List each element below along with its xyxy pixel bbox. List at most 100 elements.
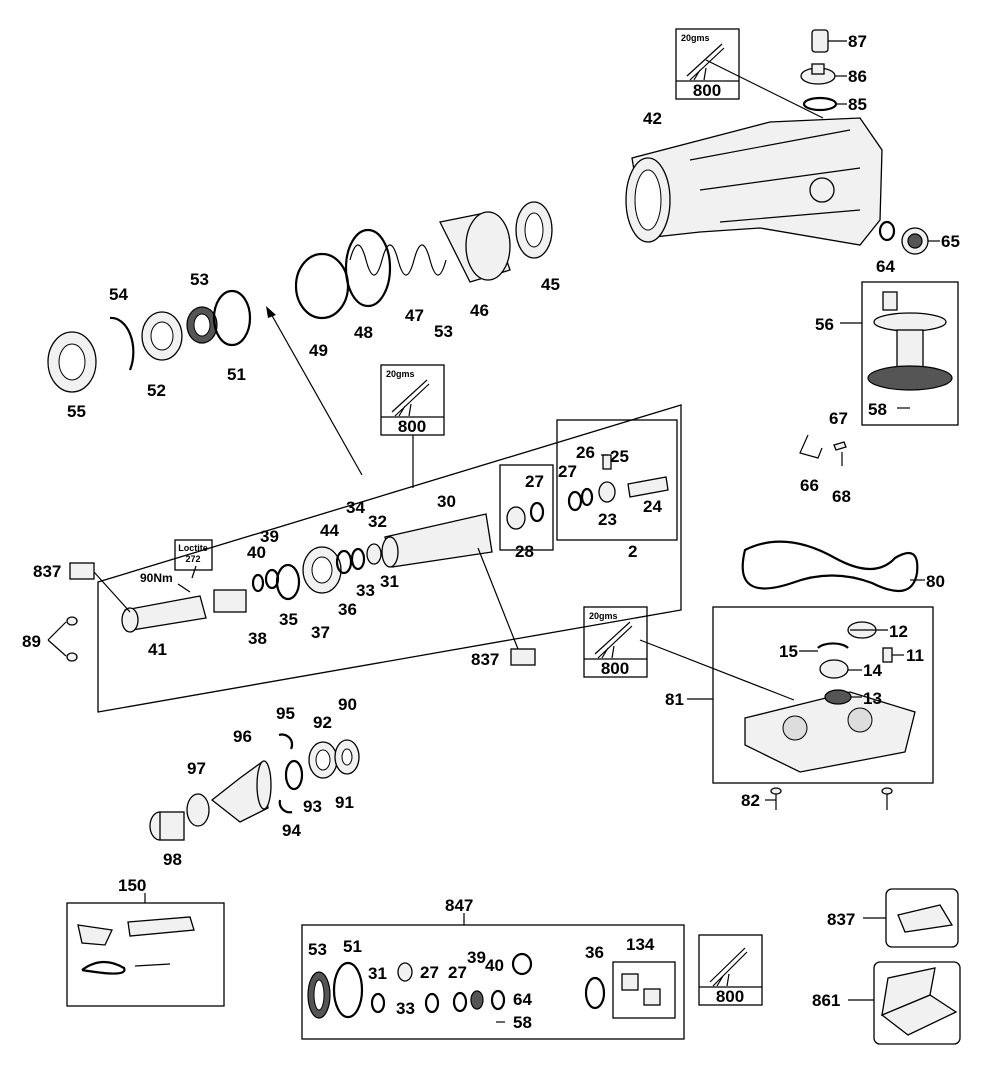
label-15: 15	[779, 642, 798, 661]
label-93: 93	[303, 797, 322, 816]
svg-text:20gms: 20gms	[589, 611, 618, 621]
label-27-in-2: 27	[558, 462, 577, 481]
part-53-seal	[186, 306, 218, 344]
label-k64: 64	[513, 990, 532, 1009]
spindle-41	[121, 595, 207, 633]
svg-text:272: 272	[185, 554, 200, 564]
label-34: 34	[346, 498, 365, 517]
label-13: 13	[863, 689, 882, 708]
label-54: 54	[109, 285, 128, 304]
housing-42	[625, 117, 883, 246]
part-frame-56	[861, 281, 959, 426]
part-15	[817, 642, 849, 649]
label-81: 81	[665, 690, 684, 709]
label-25: 25	[610, 447, 629, 466]
grease-box-800-kit: 800	[698, 934, 763, 1006]
label-85: 85	[848, 95, 867, 114]
part-92	[308, 741, 338, 779]
label-96: 96	[233, 727, 252, 746]
bearing-37	[302, 546, 342, 594]
part-frame-81	[712, 606, 934, 784]
part-98	[149, 811, 185, 841]
loctite-tag: Loctite 272 90Nm	[140, 539, 213, 593]
part-labels: 87 86 85 42 65 64 45 46 47 48 49 53 53 5…	[22, 32, 960, 1032]
label-48: 48	[354, 323, 373, 342]
label-87: 87	[848, 32, 867, 51]
gasket-80	[741, 540, 919, 593]
label-91: 91	[335, 793, 354, 812]
label-837-left: 837	[33, 562, 61, 581]
label-66: 66	[800, 476, 819, 495]
label-30: 30	[437, 492, 456, 511]
svg-text:20gms: 20gms	[681, 33, 710, 43]
part-94	[278, 799, 293, 814]
label-46: 46	[470, 301, 489, 320]
leader-lines	[144, 40, 940, 1001]
label-68: 68	[832, 487, 851, 506]
svg-text:800: 800	[716, 987, 744, 1006]
label-47: 47	[405, 306, 424, 325]
label-2: 2	[628, 542, 637, 561]
part-38	[213, 589, 247, 613]
label-11: 11	[906, 646, 924, 665]
label-40: 40	[247, 543, 266, 562]
svg-text:800: 800	[398, 417, 426, 436]
part-56	[867, 291, 953, 391]
label-58: 58	[868, 400, 887, 419]
label-35: 35	[279, 610, 298, 629]
part-26	[580, 487, 594, 507]
svg-text:Loctite: Loctite	[178, 543, 208, 553]
leader-837-left	[93, 571, 131, 613]
part-11	[882, 647, 893, 663]
screws-82	[770, 787, 893, 810]
part-23	[598, 481, 616, 503]
part-86	[800, 63, 836, 85]
kit-frame-134	[612, 961, 676, 1019]
part-93	[284, 759, 304, 791]
label-89: 89	[22, 632, 41, 651]
part-54	[109, 316, 135, 371]
label-847: 847	[445, 896, 473, 915]
label-44: 44	[320, 521, 339, 540]
label-53-mid: 53	[434, 322, 453, 341]
label-k58: 58	[513, 1013, 532, 1032]
label-53-left: 53	[190, 270, 209, 289]
part-89-a	[66, 616, 78, 626]
label-36: 36	[338, 600, 357, 619]
tag-837-left	[69, 562, 95, 580]
label-94: 94	[282, 821, 301, 840]
part-47-spring	[349, 244, 447, 276]
label-12: 12	[889, 622, 908, 641]
part-97	[186, 793, 210, 827]
part-14	[819, 659, 849, 679]
barrel-30	[381, 513, 493, 568]
label-90: 90	[338, 695, 357, 714]
label-80: 80	[926, 572, 945, 591]
label-k40: 40	[485, 956, 504, 975]
label-33: 33	[356, 581, 375, 600]
label-82: 82	[741, 791, 760, 810]
label-k53: 53	[308, 940, 327, 959]
label-k27a: 27	[420, 963, 439, 982]
label-k31: 31	[368, 964, 387, 983]
leader-837-bottom	[477, 547, 519, 650]
tag-837-bottom	[510, 648, 536, 666]
leader-arrow	[269, 311, 363, 476]
kit-frame-847	[301, 924, 685, 1040]
label-23: 23	[598, 510, 617, 529]
label-45: 45	[541, 275, 560, 294]
label-k33: 33	[396, 999, 415, 1018]
label-51: 51	[227, 365, 246, 384]
case-861	[873, 961, 961, 1045]
part-24	[627, 476, 669, 498]
part-28	[506, 501, 545, 530]
label-26: 26	[576, 443, 595, 462]
part-48	[344, 228, 392, 308]
main-assembly-frame	[97, 404, 682, 713]
part-40	[251, 573, 265, 593]
part-87	[811, 29, 829, 53]
part-52	[141, 311, 183, 361]
cover-81	[744, 691, 916, 773]
